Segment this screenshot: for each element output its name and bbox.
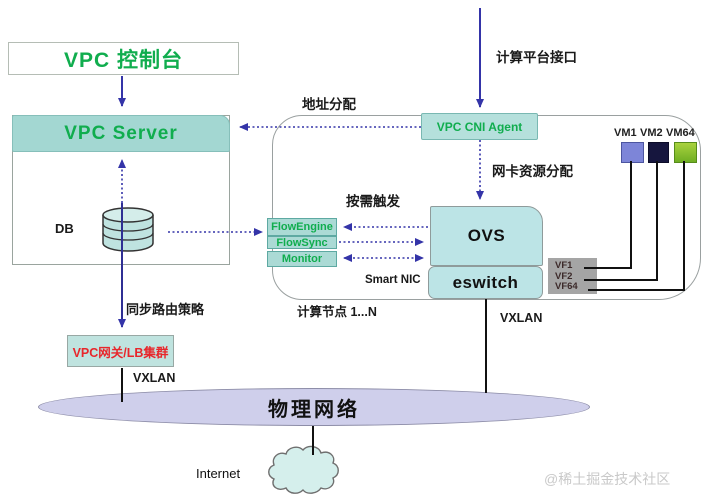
vm1-node	[621, 142, 644, 163]
sync-route-label: 同步路由策略	[126, 302, 205, 317]
db-cylinder-icon	[102, 207, 154, 252]
monitor-label: Monitor	[281, 253, 323, 265]
watermark-text: @稀土掘金技术社区	[544, 471, 671, 487]
vpc-console-title: VPC 控制台	[63, 48, 183, 72]
vpc-console-box: VPC 控制台	[8, 42, 239, 75]
flowsync-label: FlowSync	[276, 236, 328, 249]
vm2-label: VM2	[640, 127, 663, 139]
ovs-label: OVS	[467, 226, 506, 245]
physical-network-label: 物理网络	[268, 398, 360, 421]
vxlan-right-label: VXLAN	[500, 311, 543, 325]
vf2-label: VF2	[555, 271, 573, 282]
smart-nic-label: Smart NIC	[365, 274, 421, 286]
ovs-box: OVS	[430, 206, 543, 266]
compute-api-label: 计算平台接口	[496, 50, 577, 65]
address-alloc-label: 地址分配	[302, 97, 356, 112]
vf1-label: VF1	[555, 260, 573, 271]
vpc-gateway-lb-box: VPC网关/LB集群	[67, 335, 174, 367]
vpc-server-header: VPC Server	[12, 115, 230, 152]
on-demand-label: 按需触发	[346, 194, 400, 209]
monitor-box: Monitor	[267, 251, 337, 267]
internet-cloud-icon	[268, 445, 339, 494]
vpc-cni-agent-box: VPC CNI Agent	[421, 113, 538, 140]
nic-alloc-label: 网卡资源分配	[492, 164, 573, 179]
vm64-node	[674, 142, 697, 163]
vpc-cni-agent-label: VPC CNI Agent	[436, 119, 523, 134]
physical-network-ellipse: 物理网络	[38, 388, 590, 426]
db-label: DB	[55, 221, 74, 236]
flowsync-box: FlowSync	[267, 236, 337, 249]
compute-node-label: 计算节点 1...N	[297, 305, 377, 319]
eswitch-label: eswitch	[452, 272, 519, 292]
flowengine-box: FlowEngine	[267, 218, 337, 236]
vm2-node	[648, 142, 669, 163]
internet-label: Internet	[196, 466, 241, 481]
vf64-label: VF64	[555, 281, 578, 292]
eswitch-box: eswitch	[428, 266, 543, 299]
vf-group-box: VF1 VF2 VF64	[548, 258, 597, 294]
vxlan-left-label: VXLAN	[133, 371, 176, 385]
vpc-server-title: VPC Server	[64, 122, 178, 144]
vpc-gateway-lb-label: VPC网关/LB集群	[72, 345, 169, 360]
flowengine-label: FlowEngine	[271, 221, 333, 233]
vm1-label: VM1	[614, 127, 637, 139]
vm64-label: VM64	[666, 127, 695, 139]
